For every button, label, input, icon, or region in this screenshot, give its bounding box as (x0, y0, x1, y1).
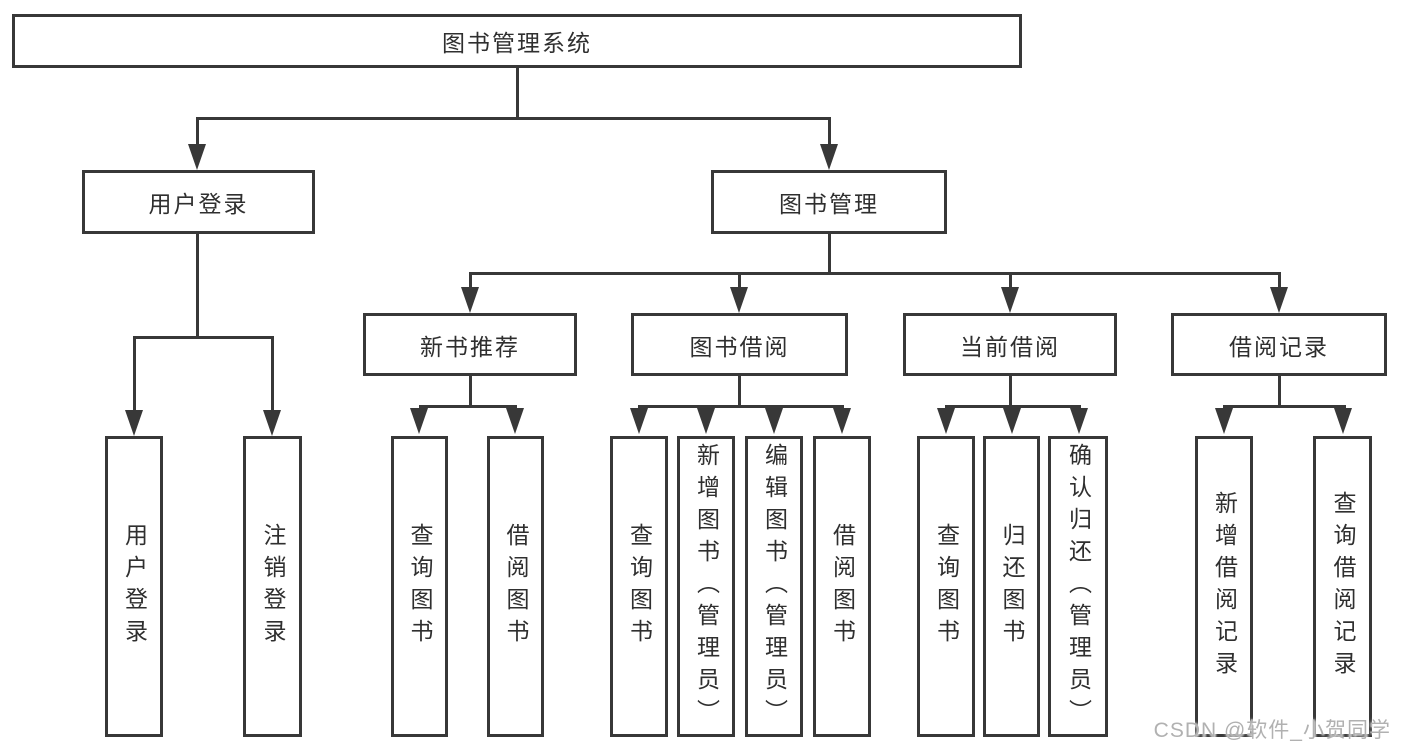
arrowhead-icon (461, 287, 479, 313)
connector-line (196, 117, 831, 120)
arrowhead-icon (263, 410, 281, 436)
node-label: 借阅图书 (503, 522, 529, 651)
leaf-borrowing-edit-books-admin: 编辑图书（管理员） (745, 436, 803, 737)
node-label: 图书借阅 (689, 333, 790, 360)
arrowhead-icon (1215, 408, 1233, 434)
node-label: 借阅记录 (1229, 333, 1329, 360)
leaf-current-query-books: 查询图书 (917, 436, 975, 737)
connector-line (1278, 272, 1281, 289)
connector-line (419, 405, 517, 408)
node-label: 用户登录 (121, 522, 148, 651)
connector-line (1278, 376, 1281, 408)
node-book-borrowing: 图书借阅 (631, 313, 848, 376)
arrowhead-icon (1001, 287, 1019, 313)
connector-line (196, 117, 199, 146)
leaf-user-login: 用户登录 (105, 436, 163, 737)
connector-line (738, 376, 741, 408)
arrowhead-icon (630, 408, 648, 434)
connector-line (1009, 376, 1012, 408)
connector-line (133, 336, 136, 412)
arrowhead-icon (1334, 408, 1352, 434)
leaf-current-return-books: 归还图书 (983, 436, 1040, 737)
node-label: 编辑图书（管理员） (761, 442, 788, 731)
node-book-management: 图书管理 (711, 170, 947, 234)
node-new-book-recommendation: 新书推荐 (363, 313, 577, 376)
node-user-login: 用户登录 (82, 170, 315, 234)
connector-line (945, 405, 1081, 408)
node-current-borrowing: 当前借阅 (903, 313, 1117, 376)
node-label: 查询图书 (407, 522, 433, 651)
connector-line (638, 405, 844, 408)
arrowhead-icon (410, 408, 428, 434)
node-label: 查询图书 (933, 522, 960, 651)
leaf-borrowing-query-books: 查询图书 (610, 436, 668, 737)
leaf-recommend-borrow-books: 借阅图书 (487, 436, 544, 737)
node-label: 新书推荐 (420, 333, 520, 360)
arrowhead-icon (506, 408, 524, 434)
watermark: CSDN @软件_小贺同学 (1153, 719, 1391, 742)
connector-line (1009, 272, 1012, 289)
connector-line (271, 336, 274, 412)
connector-line (469, 272, 472, 289)
node-label: 当前借阅 (960, 333, 1060, 360)
node-label: 图书管理系统 (442, 30, 592, 56)
node-borrowing-records: 借阅记录 (1171, 313, 1387, 376)
connector-line (469, 376, 472, 408)
arrowhead-icon (1003, 408, 1021, 434)
arrowhead-icon (937, 408, 955, 434)
arrowhead-icon (697, 408, 715, 434)
connector-line (469, 272, 1281, 275)
connector-line (516, 68, 519, 120)
connector-line (738, 272, 741, 289)
node-label: 查询借阅记录 (1330, 490, 1356, 683)
node-library-system: 图书管理系统 (12, 14, 1022, 68)
arrowhead-icon (833, 408, 851, 434)
node-label: 新增借阅记录 (1211, 490, 1238, 683)
node-label: 确认归还（管理员） (1065, 442, 1092, 731)
node-label: 新增图书（管理员） (693, 442, 720, 731)
arrowhead-icon (1070, 408, 1088, 434)
connector-line (133, 336, 274, 339)
node-label: 借阅图书 (829, 522, 856, 651)
connector-line (1223, 405, 1346, 408)
leaf-records-query-record: 查询借阅记录 (1313, 436, 1372, 737)
connector-line (828, 117, 831, 146)
connector-line (828, 234, 831, 275)
leaf-recommend-query-books: 查询图书 (391, 436, 448, 737)
arrowhead-icon (1270, 287, 1288, 313)
node-label: 归还图书 (999, 522, 1025, 651)
leaf-borrowing-add-books-admin: 新增图书（管理员） (677, 436, 735, 737)
arrowhead-icon (820, 144, 838, 170)
leaf-logout: 注销登录 (243, 436, 302, 737)
leaf-current-confirm-return-admin: 确认归还（管理员） (1048, 436, 1108, 737)
leaf-borrowing-borrow-books: 借阅图书 (813, 436, 871, 737)
node-label: 查询图书 (626, 522, 653, 651)
arrowhead-icon (730, 287, 748, 313)
arrowhead-icon (188, 144, 206, 170)
node-label: 用户登录 (148, 191, 249, 217)
node-label: 注销登录 (260, 522, 286, 651)
arrowhead-icon (125, 410, 143, 436)
node-label: 图书管理 (779, 191, 879, 217)
leaf-records-add-record: 新增借阅记录 (1195, 436, 1253, 737)
arrowhead-icon (765, 408, 783, 434)
connector-line (196, 234, 199, 339)
